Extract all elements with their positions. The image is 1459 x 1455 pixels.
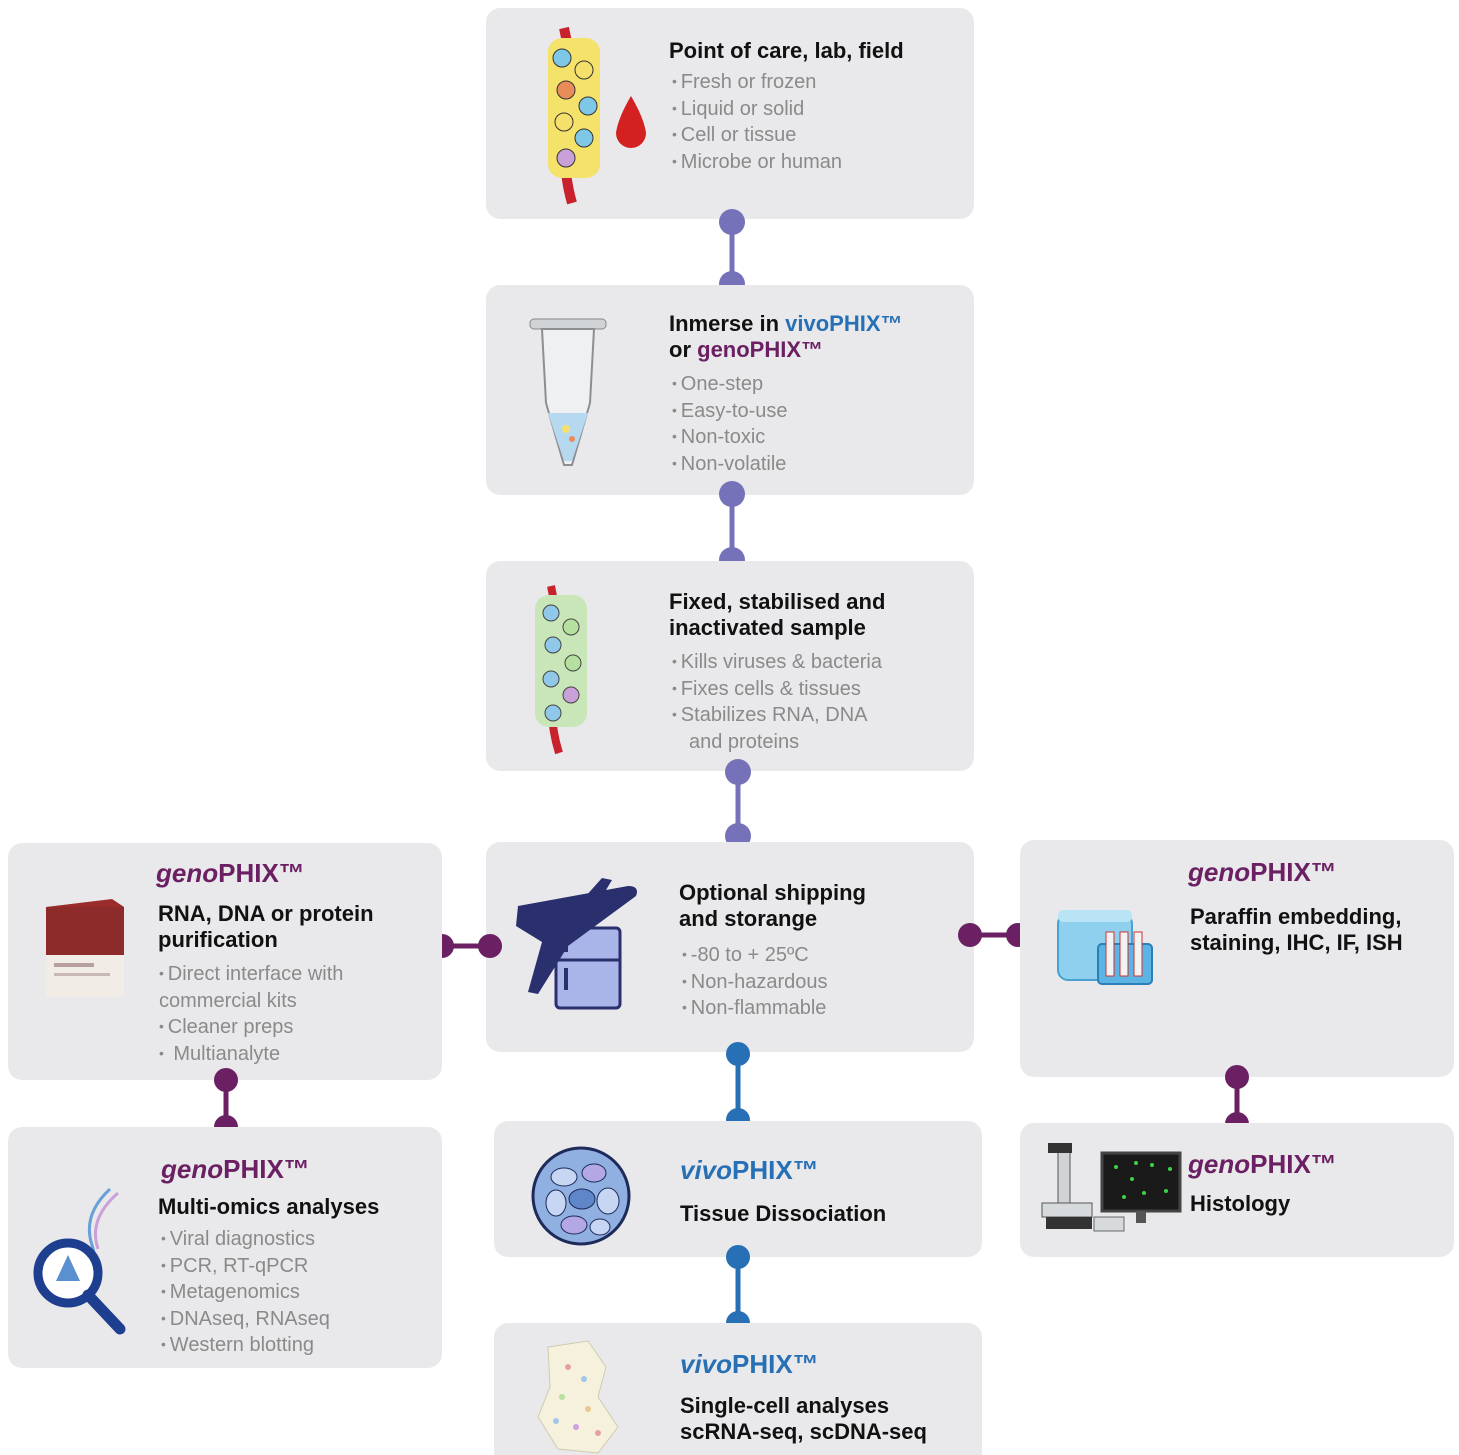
list-item: Cleaner preps: [159, 1014, 343, 1041]
step-immerse-list: One-step Easy-to-use Non-toxic Non-volat…: [672, 371, 788, 477]
list-item: One-step: [672, 371, 788, 398]
dissociation-brand: vivoPHIX™: [680, 1155, 819, 1185]
umap-icon: [537, 1340, 619, 1454]
step-immerse-box: Inmerse in vivoPHIX™ or genoPHIX™ One-st…: [486, 285, 974, 495]
list-item-cont: and proteins: [689, 730, 800, 753]
step-fixed-title: Fixed, stabilised and inactivated sample: [669, 589, 886, 640]
histology-brand: genoPHIX™: [1188, 1149, 1337, 1179]
plane-fridge-icon: [516, 878, 637, 1010]
staining-jar-icon: [1057, 910, 1153, 985]
multiomics-brand: genoPHIX™: [161, 1154, 310, 1184]
microscope-icon: [1041, 1143, 1182, 1232]
step-purification-list: Direct interface with commercial kits Cl…: [159, 961, 343, 1067]
step-shipping-box: Optional shipping and storange -80 to + …: [486, 842, 974, 1052]
list-item-cont: commercial kits: [159, 989, 297, 1012]
list-item: DNAseq, RNAseq: [161, 1306, 330, 1333]
step-shipping-list: -80 to + 25ºC Non-hazardous Non-flammabl…: [682, 942, 828, 1022]
vivophix-brand: vivoPHIX™: [785, 311, 903, 336]
genophix-brand: genoPHIX™: [697, 337, 824, 362]
list-item: Western blotting: [161, 1332, 330, 1359]
paraffin-brand: genoPHIX™: [1188, 857, 1337, 887]
list-item: Fixes cells & tissues: [672, 676, 882, 703]
step-multiomics-title: Multi-omics analyses: [158, 1194, 380, 1219]
step-dissociation-box: vivoPHIX™ Tissue Dissociation: [494, 1121, 982, 1257]
connector-fixed-shipping: [725, 759, 751, 849]
list-item: Easy-to-use: [672, 398, 788, 425]
cells-circle-icon: [531, 1146, 631, 1246]
step-multiomics-list: Viral diagnostics PCR, RT-qPCR Metagenom…: [161, 1226, 330, 1359]
list-item: Metagenomics: [161, 1279, 330, 1306]
dna-magnifier-icon: [33, 1187, 126, 1335]
step-paraffin-title: Paraffin embedding, staining, IHC, IF, I…: [1190, 904, 1403, 955]
step-collect-list: Fresh or frozen Liquid or solid Cell or …: [672, 69, 842, 175]
step-histology-box: genoPHIX™ Histology: [1020, 1123, 1454, 1257]
list-item: Direct interface with: [159, 961, 344, 988]
fixed-tissue-icon: [535, 585, 587, 755]
list-item: Non-hazardous: [682, 969, 828, 996]
step-immerse-title: Inmerse in vivoPHIX™ or genoPHIX™: [669, 311, 903, 362]
tissue-blood-icon: [548, 26, 646, 205]
list-item: Liquid or solid: [672, 96, 842, 123]
step-fixed-list: Kills viruses & bacteria Fixes cells & t…: [672, 649, 882, 755]
step-shipping-title: Optional shipping and storange: [679, 880, 866, 931]
list-item: Non-volatile: [672, 451, 788, 478]
list-item: Kills viruses & bacteria: [672, 649, 882, 676]
step-singlecell-box: vivoPHIX™ Single-cell analyses scRNA-seq…: [494, 1323, 982, 1455]
step-singlecell-title: Single-cell analyses scRNA-seq, scDNA-se…: [680, 1393, 927, 1444]
step-multiomics-box: genoPHIX™ Multi-omics analyses Viral dia…: [8, 1127, 442, 1368]
list-item: Non-flammable: [682, 995, 828, 1022]
tube-icon: [529, 318, 607, 466]
list-item: Viral diagnostics: [161, 1226, 330, 1253]
list-item: Fresh or frozen: [672, 69, 842, 96]
step-purification-box: genoPHIX™ RNA, DNA or protein purificati…: [8, 843, 442, 1080]
list-item: Stabilizes RNA, DNA: [672, 702, 882, 729]
step-histology-title: Histology: [1190, 1191, 1291, 1216]
list-item: Multianalyte: [159, 1041, 343, 1068]
step-dissociation-title: Tissue Dissociation: [680, 1201, 887, 1226]
step-purification-title: RNA, DNA or protein purification: [158, 901, 374, 952]
step-collect-title: Point of care, lab, field: [669, 38, 904, 63]
list-item: -80 to + 25ºC: [682, 942, 828, 969]
list-item: PCR, RT-qPCR: [161, 1253, 330, 1280]
list-item: Non-toxic: [672, 424, 788, 451]
list-item: Microbe or human: [672, 149, 842, 176]
purification-brand: genoPHIX™: [156, 858, 305, 888]
list-item: Cell or tissue: [672, 122, 842, 149]
step-paraffin-box: genoPHIX™ Paraffin embedding, staining, …: [1020, 840, 1454, 1077]
singlecell-brand: vivoPHIX™: [680, 1349, 819, 1379]
step-fixed-box: Fixed, stabilised and inactivated sample…: [486, 561, 974, 771]
step-collect-box: Point of care, lab, field Fresh or froze…: [486, 8, 974, 219]
kit-box-icon: [46, 899, 124, 997]
